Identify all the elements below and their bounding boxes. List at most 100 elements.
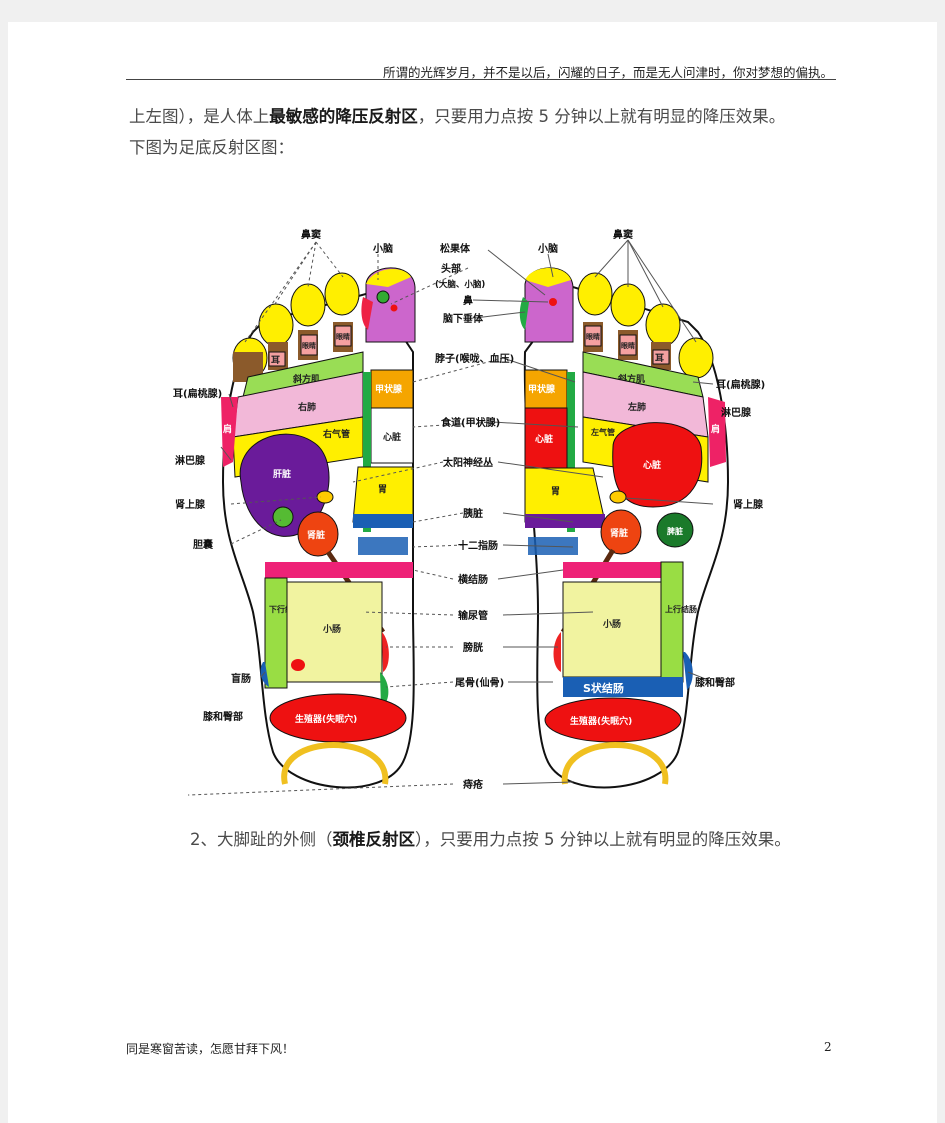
right-label-1: 鼻窦 [613, 228, 633, 241]
left-coccyx [380, 672, 389, 707]
right-small-intestine [562, 581, 662, 678]
right-cerebellum-zone [525, 268, 571, 287]
right-bladder [553, 632, 561, 672]
right-foot-label-9: 心脏 [643, 459, 661, 471]
right-transverse-colon [563, 562, 683, 578]
center-label-2: (大脑、小脑) [435, 279, 485, 290]
paragraph-2: 下图为足底反射区图： [129, 138, 294, 157]
p1-bold: 最敏感的降压反射区 [269, 107, 418, 126]
left-foot-label-9: 肝脏 [273, 468, 291, 480]
right-label-0: 小脑 [537, 242, 558, 255]
left-heart [370, 407, 414, 464]
right-foot-label-15: S状结肠 [583, 681, 624, 695]
left-shoulder [221, 397, 238, 467]
right-toe-3 [610, 283, 646, 327]
p3-text-b: ），只要用力点按 5 分钟以上就有明显的降压效果。 [415, 830, 791, 849]
center-label-1: 头部 [441, 262, 461, 275]
left-toe-3 [290, 283, 326, 327]
left-label-2: 耳(扁桃腺) [173, 387, 222, 400]
left-foot-label-11: 肾脏 [307, 529, 325, 541]
left-foot-label-12: 下行结肠 [269, 604, 301, 614]
left-dot-green [376, 290, 390, 304]
right-knee-zone [683, 652, 693, 690]
left-descending-colon [264, 577, 288, 689]
left-green-strip [363, 372, 371, 532]
left-liver [239, 433, 330, 537]
right-hemorrhoid-arc [561, 742, 669, 785]
leader-lines [187, 239, 714, 796]
right-toe-2 [577, 272, 613, 316]
left-label-1: 小脑 [372, 242, 393, 255]
left-thyroid [370, 369, 414, 409]
right-foot-label-14: 小肠 [602, 618, 621, 630]
left-dot-red [390, 304, 398, 312]
left-ear-box [268, 351, 286, 367]
left-gallbladder [272, 506, 294, 528]
right-toe-5 [678, 337, 714, 379]
right-foot-label-5: 左肺 [627, 401, 646, 413]
left-cerebellum-zone [366, 268, 411, 287]
right-label-3: 淋巴腺 [721, 406, 752, 419]
right-eye-box-2 [619, 334, 637, 356]
right-foot-label-2: 耳 [655, 353, 664, 364]
left-label-0: 鼻窦 [301, 228, 321, 241]
right-sigmoid-colon [563, 677, 683, 697]
right-green-zone [519, 297, 529, 330]
right-dot-red [549, 298, 557, 306]
p1-text-a: 上左图），是人体上 [129, 107, 270, 126]
foot-reflexology-figure: 耳 眼睛 眼睛 斜方肌 右肺 右气管 肩 甲状腺 心脏 [173, 192, 773, 797]
left-foot-label-0: 耳 [271, 355, 280, 366]
center-label-14: 痔疮 [463, 778, 483, 791]
left-foot-label-7: 肩 [222, 423, 232, 435]
right-ascending-colon [660, 561, 684, 683]
right-kidney [600, 509, 642, 555]
right-ear-box [652, 349, 670, 365]
left-eye-box-2 [334, 325, 352, 347]
left-foot-label-5: 右气管 [322, 428, 350, 440]
left-kidney [297, 511, 339, 557]
left-pancreas [353, 514, 413, 528]
left-toe-4 [258, 303, 294, 347]
right-foot-label-10: 胃 [551, 486, 560, 497]
left-foot-label-2: 眼睛 [336, 332, 350, 341]
left-big-toe [365, 267, 416, 343]
p3-text-a: 2、大脚趾的外侧（ [190, 830, 333, 849]
right-label-2: 耳(扁桃腺) [716, 378, 765, 391]
left-knee-zone [260, 662, 269, 687]
p3-bold: 颈椎反射区 [332, 830, 416, 849]
left-foot-label-13: 小肠 [322, 623, 341, 635]
paragraph-1: 上左图），是人体上最敏感的降压反射区，只要用力点按 5 分钟以上就有明显的降压效… [129, 102, 849, 132]
right-foot-label-0: 眼睛 [586, 332, 600, 341]
left-appendix [291, 659, 305, 671]
center-label-7: 太阳神经丛 [442, 456, 493, 469]
center-label-10: 横结肠 [458, 573, 488, 586]
left-label-6: 盲肠 [231, 672, 251, 685]
center-label-3: 鼻 [463, 294, 473, 307]
right-spleen [656, 512, 694, 548]
right-foot-label-6: 左气管 [590, 427, 615, 437]
left-foot-label-8: 心脏 [383, 431, 401, 443]
left-foot: 耳 眼睛 眼睛 斜方肌 右肺 右气管 肩 甲状腺 心脏 [221, 267, 416, 789]
left-foot-label-14: 生殖器(失眠穴) [295, 713, 357, 725]
left-foot-label-6: 甲状腺 [375, 383, 403, 395]
right-foot-label-16: 生殖器(失眠穴) [570, 715, 632, 727]
p1-text-b: ，只要用力点按 5 分钟以上就有明显的降压效果。 [417, 107, 786, 126]
right-genital [544, 697, 682, 743]
left-duodenum [358, 537, 408, 555]
right-foot-label-11: 肾脏 [610, 527, 628, 539]
left-foot-label-10: 胃 [378, 484, 387, 495]
right-adrenal [609, 490, 627, 504]
center-label-5: 脖子(喉咙、血压) [435, 352, 514, 365]
right-foot-label-1: 眼睛 [621, 341, 635, 350]
center-label-9: 十二指肠 [458, 539, 498, 552]
center-label-13: 尾骨(仙骨) [455, 676, 504, 689]
foot-map-svg: 耳 眼睛 眼睛 斜方肌 右肺 右气管 肩 甲状腺 心脏 [173, 228, 765, 796]
left-bladder [382, 632, 389, 672]
right-label-5: 膝和臀部 [695, 676, 735, 689]
right-foot-label-12: 脾脏 [666, 526, 683, 536]
left-label-7: 膝和臀部 [203, 710, 243, 723]
left-nose-zone [361, 297, 373, 330]
right-foot-label-8: 肩 [710, 423, 720, 435]
right-label-4: 肾上腺 [733, 498, 764, 511]
center-label-8: 胰脏 [463, 507, 483, 520]
